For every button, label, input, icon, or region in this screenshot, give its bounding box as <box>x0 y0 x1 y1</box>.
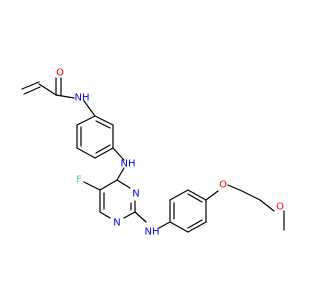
linker-nh-label: NH <box>121 159 136 170</box>
pyrimidine-n-bottom-label: N <box>113 218 120 229</box>
amide-nh-label: NH <box>75 93 90 104</box>
bond-lines <box>21 77 285 233</box>
chemical-structure-drawing: O NH NH F N N NH O O <box>21 68 285 238</box>
fluorine-label: F <box>76 175 82 186</box>
ether-oxygen-1-label: O <box>219 180 227 191</box>
amide-oxygen-label: O <box>56 68 64 79</box>
ether-oxygen-2-label: O <box>276 202 284 213</box>
aniline-nh-label: NH <box>145 227 160 238</box>
atom-labels: O NH NH F N N NH O O <box>56 68 284 238</box>
pyrimidine-n-top-label: N <box>132 189 139 200</box>
